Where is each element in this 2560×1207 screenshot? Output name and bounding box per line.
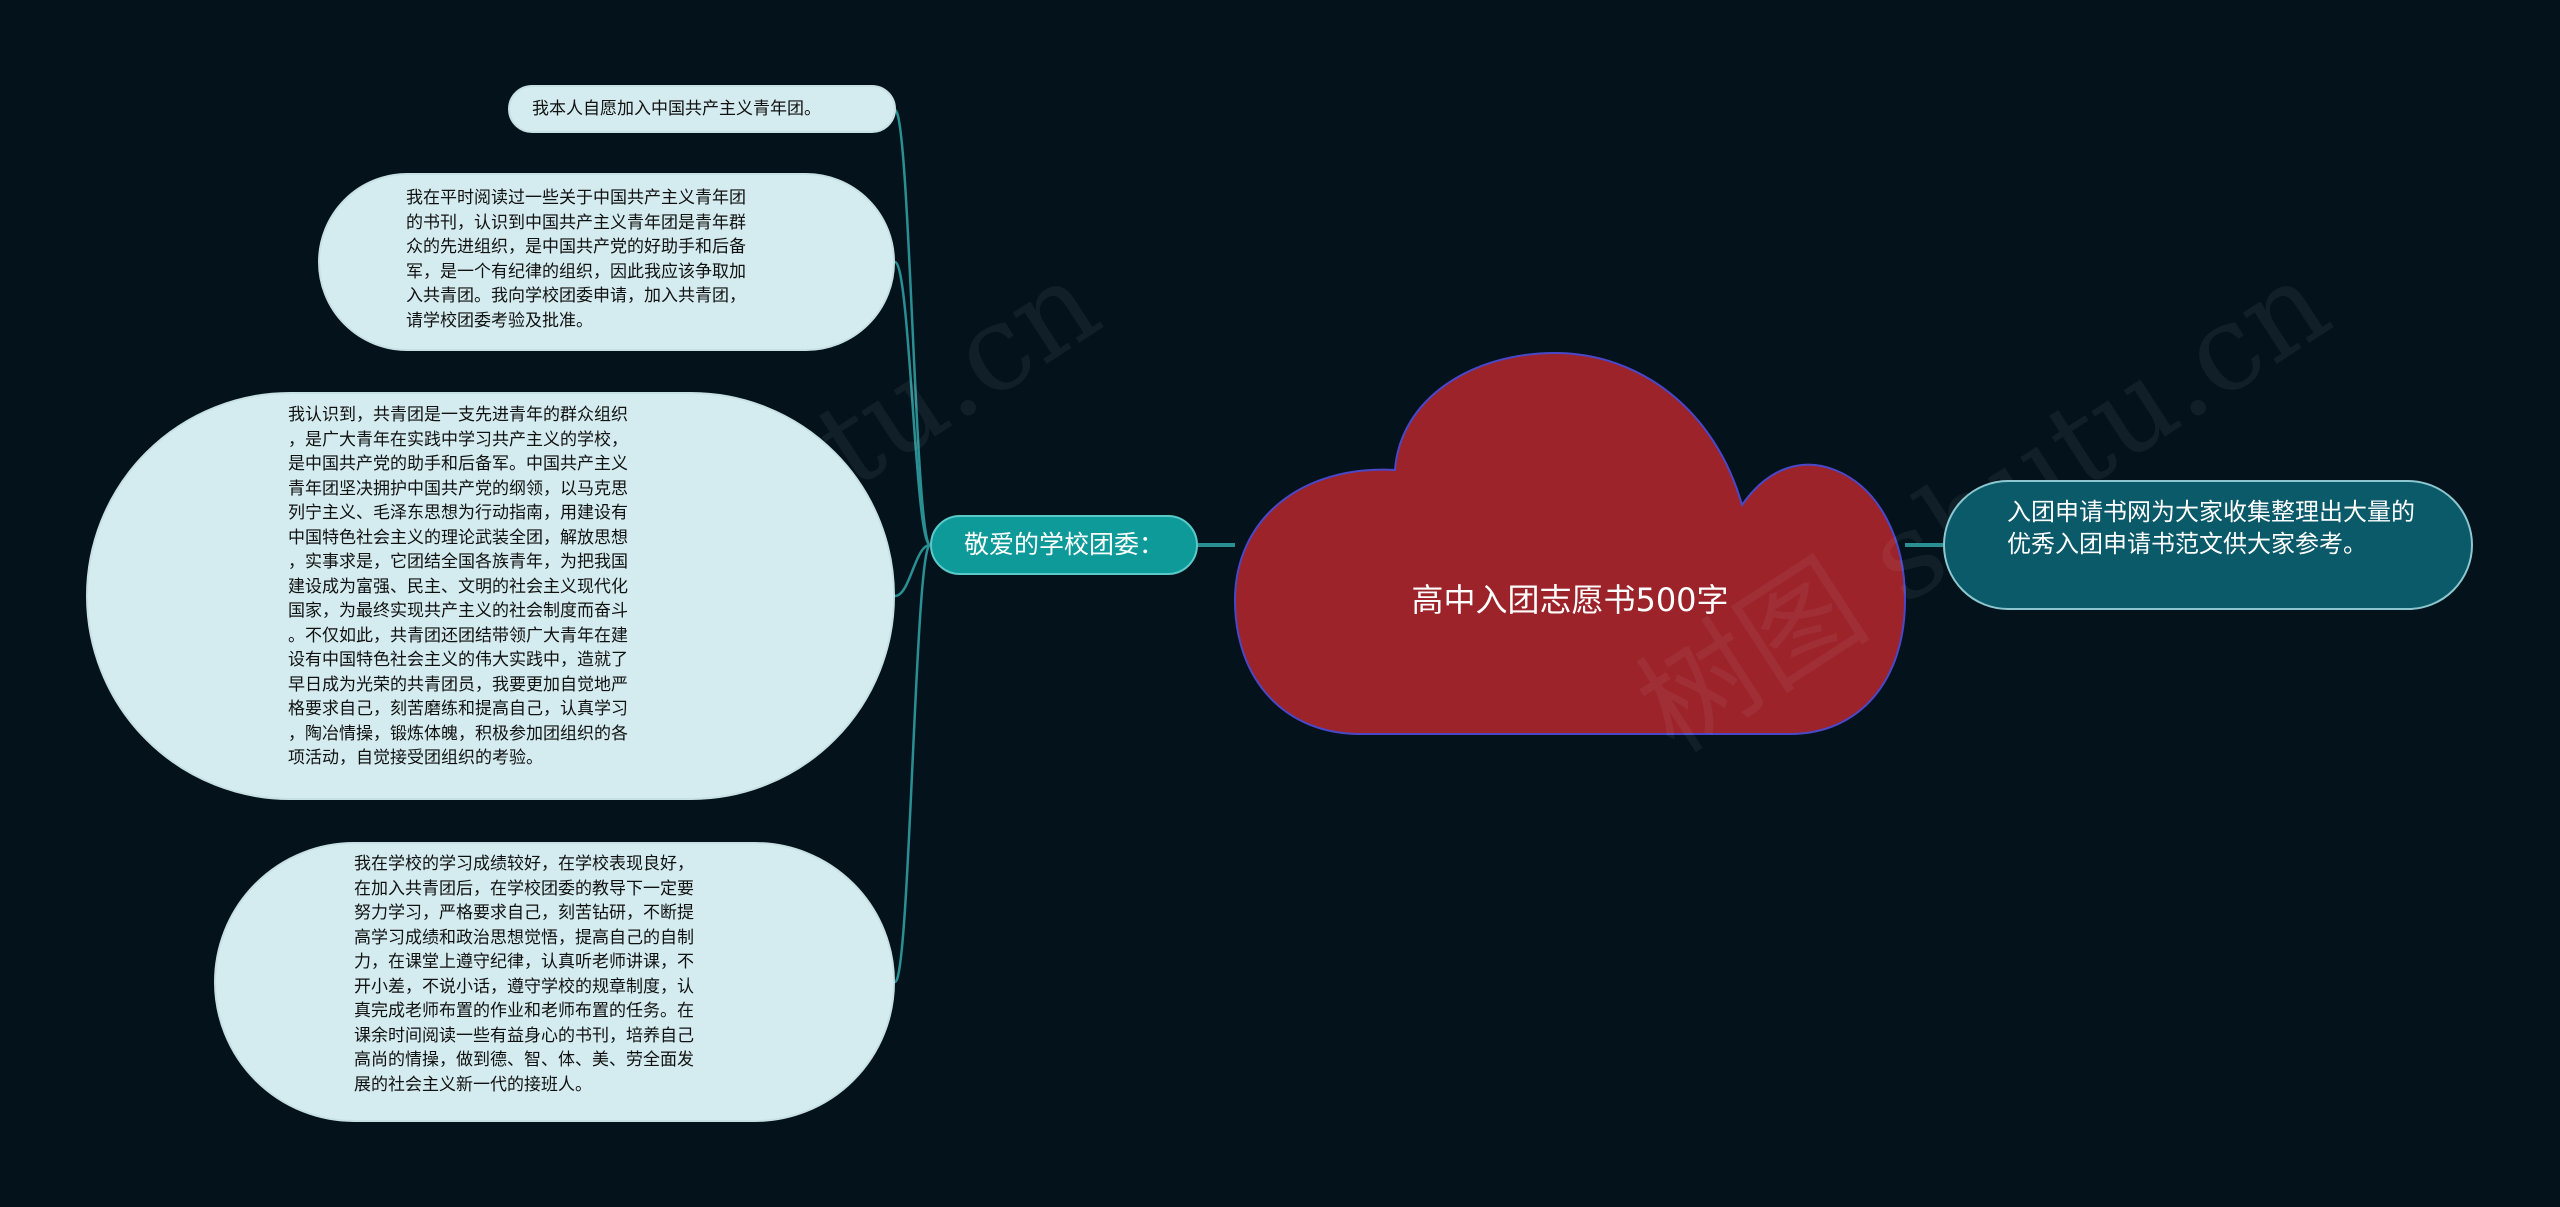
right-node-text: 入团申请书网为大家收集整理出大量的优秀入团申请书范文供大家参考。 [2007,498,2415,558]
leaf-node-1[interactable]: 我本人自愿加入中国共产主义青年团。 [508,85,896,133]
leaf-node-2-text: 我在平时阅读过一些关于中国共产主义青年团 的书刊，认识到中国共产主义青年团是青年… [406,188,746,331]
connector-leaf-4 [893,543,932,984]
leaf-node-4[interactable]: 我在学校的学习成绩较好，在学校表现良好， 在加入共青团后，在学校团委的教导下一定… [214,842,895,1122]
leaf-node-3[interactable]: 我认识到，共青团是一支先进青年的群众组织 ，是广大青年在实践中学习共产主义的学校… [86,392,895,800]
connector-leaf-2 [893,260,932,547]
connector-leaf-3 [894,543,931,598]
connector-leaf-1 [893,108,932,547]
center-title: 高中入团志愿书500字 [1411,581,1729,619]
leaf-node-4-text: 我在学校的学习成绩较好，在学校表现良好， 在加入共青团后，在学校团委的教导下一定… [354,854,694,1095]
leaf-node-2[interactable]: 我在平时阅读过一些关于中国共产主义青年团 的书刊，认识到中国共产主义青年团是青年… [318,173,895,351]
hub-node[interactable]: 敬爱的学校团委： [930,515,1198,575]
leaf-node-3-text: 我认识到，共青团是一支先进青年的群众组织 ，是广大青年在实践中学习共产主义的学校… [288,405,628,768]
center-cloud[interactable] [1233,351,1907,735]
leaf-node-1-text: 我本人自愿加入中国共产主义青年团。 [532,99,821,119]
right-node[interactable]: 入团申请书网为大家收集整理出大量的优秀入团申请书范文供大家参考。 [1943,480,2473,610]
